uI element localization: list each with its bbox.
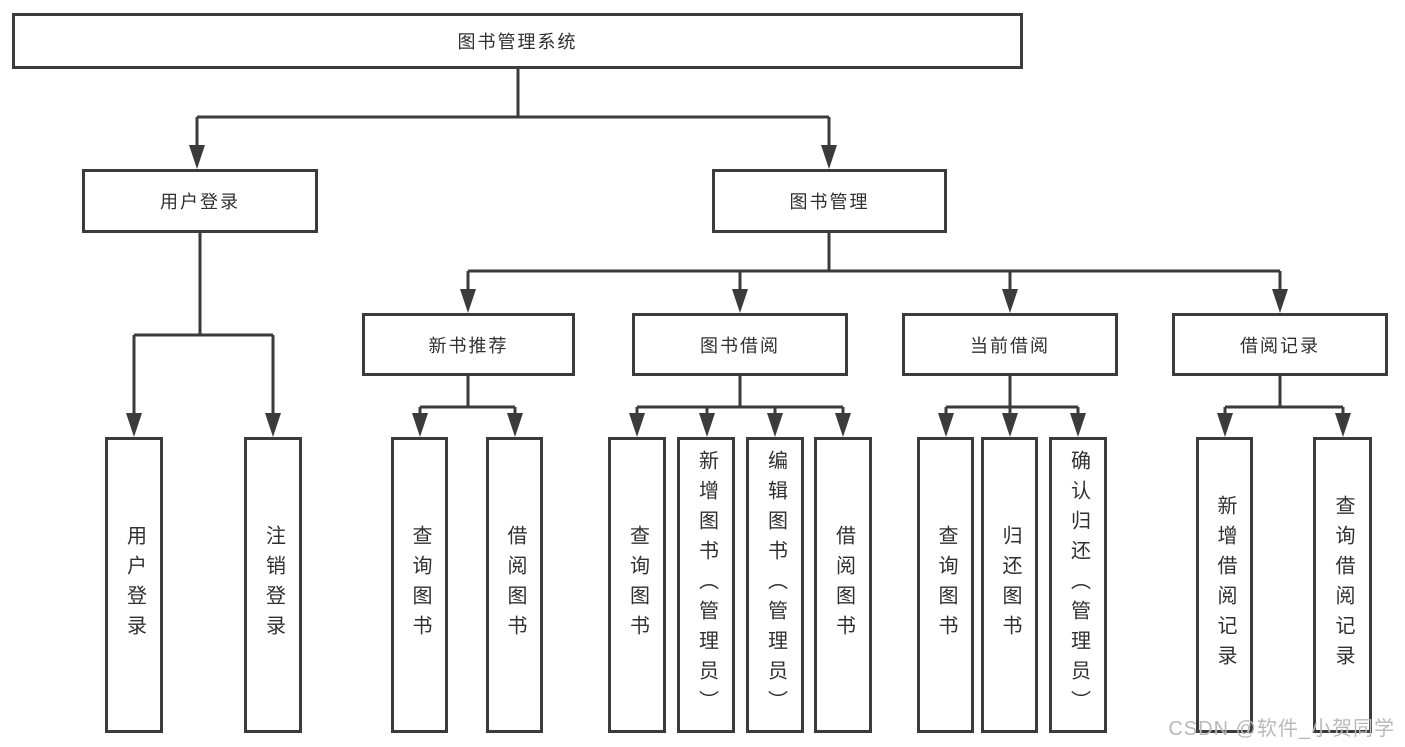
leaf-query-books-recommend: 查询图书 [391, 437, 448, 733]
leaf-query-books-borrowing: 查询图书 [608, 437, 666, 733]
csdn-watermark: CSDN @软件_小贺同学 [1168, 718, 1395, 740]
leaf-confirm-return-admin: 确认归还（管理员） [1049, 437, 1107, 733]
leaf-borrow-books-recommend: 借阅图书 [486, 437, 543, 733]
node-user-login: 用户登录 [82, 169, 318, 233]
leaf-add-borrow-record: 新增借阅记录 [1196, 437, 1253, 733]
leaf-return-books: 归还图书 [981, 437, 1038, 733]
leaf-logout: 注销登录 [244, 437, 302, 733]
leaf-edit-books-admin: 编辑图书（管理员） [746, 437, 804, 733]
arrowhead-icons [126, 145, 1351, 437]
node-book-management: 图书管理 [712, 169, 947, 233]
leaf-user-login: 用户登录 [105, 437, 163, 733]
node-book-borrowing: 图书借阅 [632, 313, 848, 376]
node-library-system: 图书管理系统 [12, 13, 1023, 69]
node-new-book-recommendation: 新书推荐 [362, 313, 575, 376]
node-borrowing-records: 借阅记录 [1172, 313, 1388, 376]
node-current-borrowing: 当前借阅 [902, 313, 1118, 376]
leaf-borrow-books-borrowing: 借阅图书 [814, 437, 872, 733]
leaf-query-borrow-record: 查询借阅记录 [1313, 437, 1372, 733]
leaf-add-books-admin: 新增图书（管理员） [677, 437, 735, 733]
leaf-query-books-current: 查询图书 [917, 437, 974, 733]
